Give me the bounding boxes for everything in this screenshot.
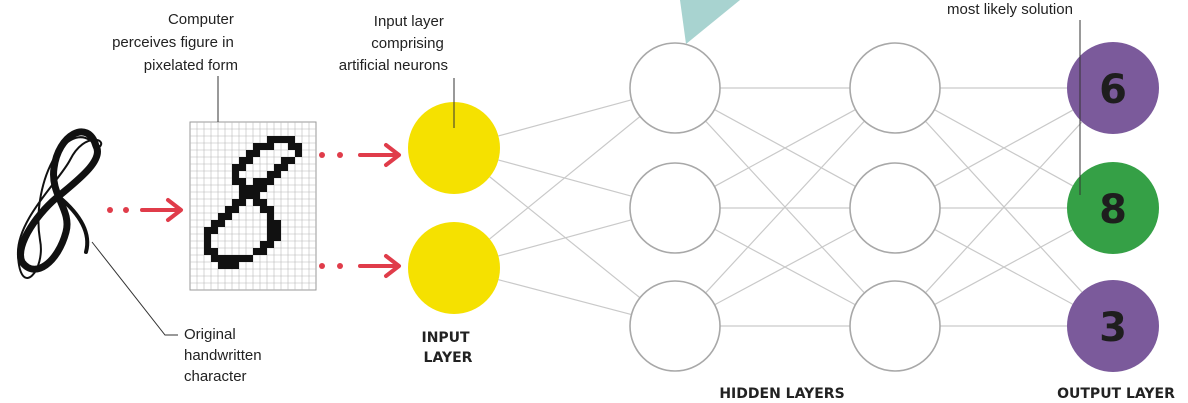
computer-perceives-note: Computer perceives figure in pixelated f… [112, 11, 238, 74]
output-node-3 [1067, 280, 1159, 372]
connection-line [498, 219, 632, 257]
output-node-8 [1067, 162, 1159, 254]
input-node [408, 222, 500, 314]
connection-line [714, 109, 856, 187]
arrow-to-grid [107, 198, 183, 222]
handwritten-eight [16, 128, 103, 279]
pixel-grid [189, 121, 317, 291]
connection-line [934, 229, 1073, 306]
arrow-to-input-bottom [319, 254, 401, 278]
teal-callout-wedge [680, 0, 740, 44]
hidden-node [629, 162, 721, 254]
hidden-node [849, 162, 941, 254]
original-leader-line [91, 241, 178, 336]
output-layer: 6 8 3 [1067, 42, 1159, 372]
hidden-node [849, 42, 941, 134]
most-likely-solution-note: most likely solution [947, 1, 1073, 18]
network-connections [489, 87, 1083, 327]
connection-line [924, 121, 1083, 294]
hidden-node [849, 280, 941, 372]
input-layer-note: Input layer comprising artificial neuron… [339, 13, 448, 74]
connection-line [498, 99, 632, 137]
connection-line [498, 279, 632, 316]
arrow-to-input-top [319, 143, 401, 167]
connection-line [934, 109, 1073, 187]
original-character-note: Original handwritten character [184, 326, 266, 385]
output-node-6 [1067, 42, 1159, 134]
connection-line [489, 115, 641, 240]
input-layer-label: INPUT LAYER [422, 330, 475, 366]
output-value: 6 [1099, 67, 1127, 113]
connection-line [705, 120, 865, 294]
output-value: 8 [1099, 187, 1127, 233]
output-value: 3 [1099, 305, 1127, 351]
input-node [408, 102, 500, 194]
hidden-layer-1 [629, 42, 721, 372]
connection-line [714, 228, 856, 306]
input-layer [408, 102, 500, 314]
hidden-node [629, 280, 721, 372]
hidden-layers-label: HIDDEN LAYERS [719, 386, 844, 402]
hidden-node [629, 42, 721, 134]
output-layer-label: OUTPUT LAYER [1057, 386, 1175, 402]
hidden-layer-2 [849, 42, 941, 372]
